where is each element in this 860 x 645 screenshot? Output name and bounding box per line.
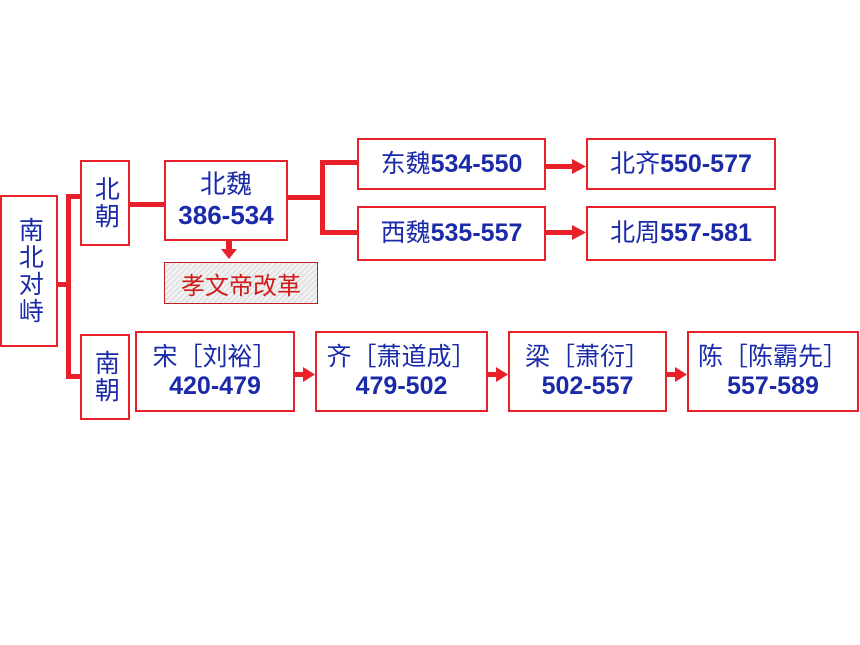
northern-qi-name: 北齐 — [610, 148, 661, 178]
song-box: 宋［刘裕］ 420-479 — [135, 331, 295, 412]
wei-stub — [286, 195, 324, 200]
western-wei-name: 西魏 — [380, 218, 431, 248]
north-label: 北朝 — [91, 176, 121, 230]
song-years: 420-479 — [169, 371, 261, 400]
north-to-wei-line — [130, 202, 166, 207]
wei-split-vertical — [320, 160, 325, 235]
liang-name: 梁［萧衍］ — [524, 341, 650, 371]
northern-wei-name: 北魏 — [199, 169, 252, 200]
northern-zhou-name: 北周 — [610, 218, 661, 248]
chen-years: 557-589 — [727, 371, 819, 400]
western-wei-years: 535-557 — [430, 219, 523, 248]
arrow-song-to-qi-icon — [295, 367, 315, 382]
qi-name: 齐［萧道成］ — [326, 341, 477, 371]
arrow-western-to-zhou-icon — [546, 225, 586, 240]
root-label: 南北对峙 — [15, 217, 45, 325]
arrow-liang-to-chen-icon — [667, 367, 687, 382]
north-box: 北朝 — [80, 160, 130, 246]
qi-box: 齐［萧道成］ 479-502 — [315, 331, 488, 412]
chen-name: 陈［陈霸先］ — [697, 341, 848, 371]
eastern-wei-years: 534-550 — [430, 149, 523, 178]
arrow-qi-to-liang-icon — [488, 367, 508, 382]
reform-label: 孝文帝改革 — [181, 271, 301, 300]
root-branch-vertical — [66, 194, 71, 378]
arrow-eastern-to-qi-icon — [546, 159, 586, 174]
liang-box: 梁［萧衍］ 502-557 — [508, 331, 667, 412]
root-box: 南北对峙 — [0, 195, 58, 347]
branch-to-south — [66, 374, 80, 379]
liang-years: 502-557 — [541, 371, 634, 400]
reform-label-box: 孝文帝改革 — [164, 262, 318, 304]
split-to-western-wei — [320, 230, 358, 235]
song-name: 宋［刘裕］ — [152, 341, 278, 371]
northern-wei-box: 北魏 386-534 — [164, 160, 288, 241]
eastern-wei-name: 东魏 — [380, 148, 431, 178]
northern-zhou-years: 557-581 — [660, 219, 752, 248]
south-label: 南朝 — [91, 350, 121, 404]
qi-years: 479-502 — [355, 371, 448, 400]
arrow-reform-icon — [221, 240, 237, 259]
chen-box: 陈［陈霸先］ 557-589 — [687, 331, 859, 412]
south-box: 南朝 — [80, 334, 130, 420]
root-stub — [58, 282, 68, 287]
northern-qi-years: 550-577 — [660, 149, 752, 178]
northern-wei-years: 386-534 — [178, 199, 274, 230]
split-to-eastern-wei — [320, 160, 358, 165]
branch-to-north — [66, 194, 80, 199]
